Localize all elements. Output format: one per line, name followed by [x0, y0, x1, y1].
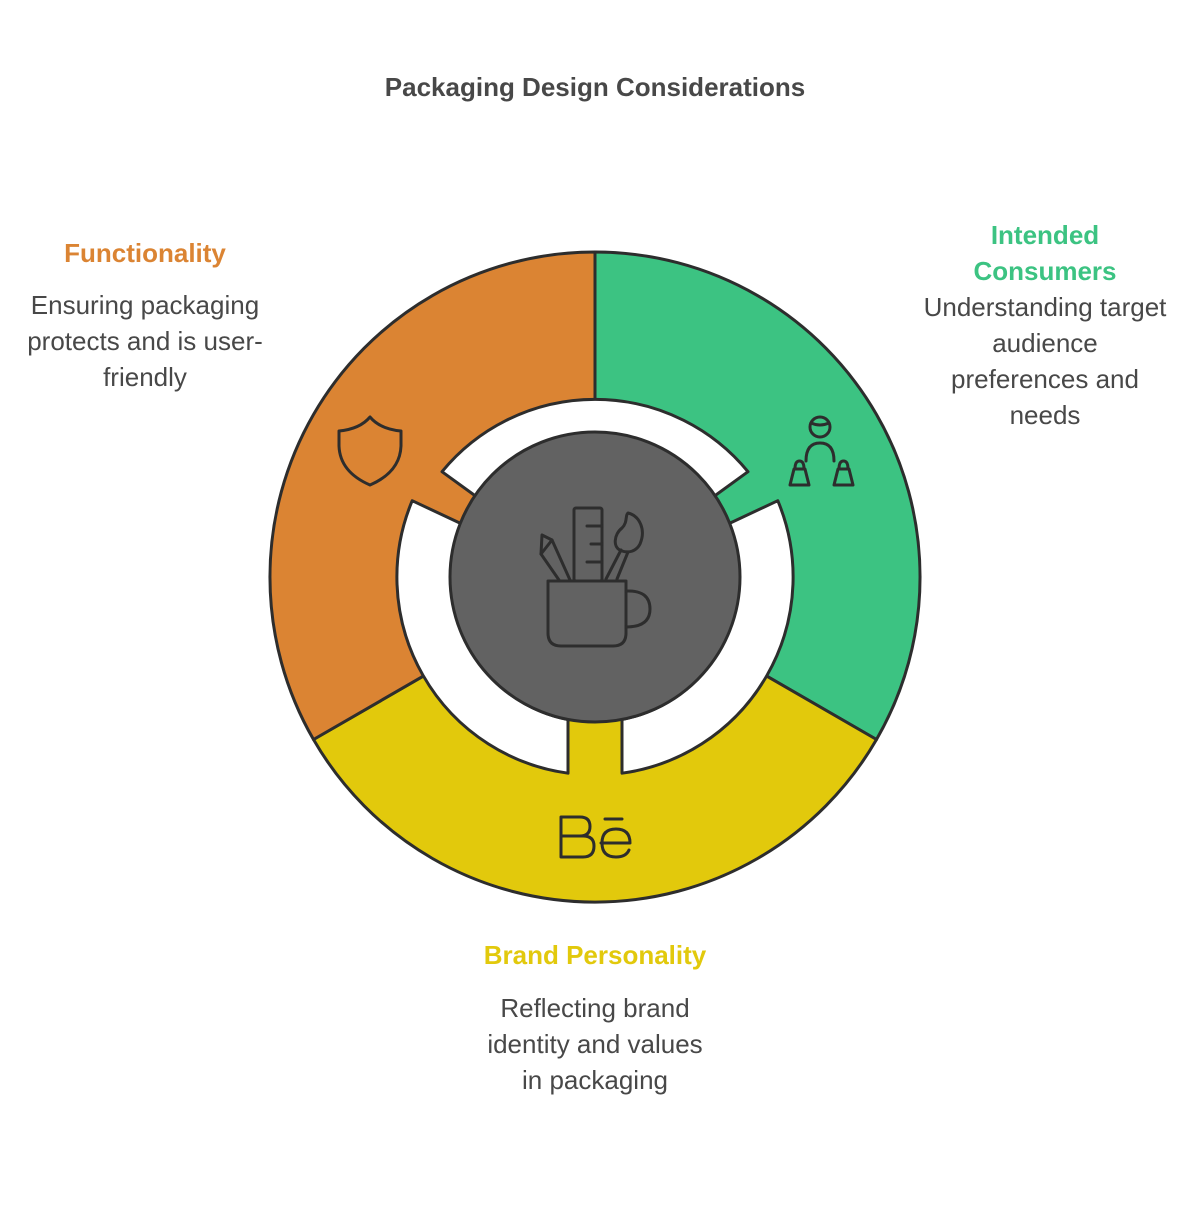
brand-personality-block: Brand Personality Reflecting brand ident… — [440, 937, 750, 1098]
intended-consumers-heading: Intended Consumers — [973, 220, 1117, 286]
center-hub — [448, 430, 742, 724]
intended-consumers-description: Understanding target audience preference… — [923, 292, 1167, 430]
shield-icon — [337, 415, 403, 487]
functionality-heading: Functionality — [64, 238, 226, 268]
behance-icon — [559, 815, 632, 859]
functionality-description: Ensuring packaging protects and is user-… — [27, 290, 263, 392]
brand-personality-description: Reflecting brand identity and values in … — [487, 993, 703, 1095]
consumer-shopping-bags-icon — [788, 415, 855, 487]
art-supplies-cup-icon — [539, 506, 652, 648]
brand-personality-heading: Brand Personality — [483, 940, 707, 970]
diagram-title: Packaging Design Considerations — [384, 72, 806, 102]
functionality-block: Functionality Ensuring packaging protect… — [20, 235, 270, 395]
intended-consumers-block: Intended Consumers Understanding target … — [920, 217, 1170, 433]
